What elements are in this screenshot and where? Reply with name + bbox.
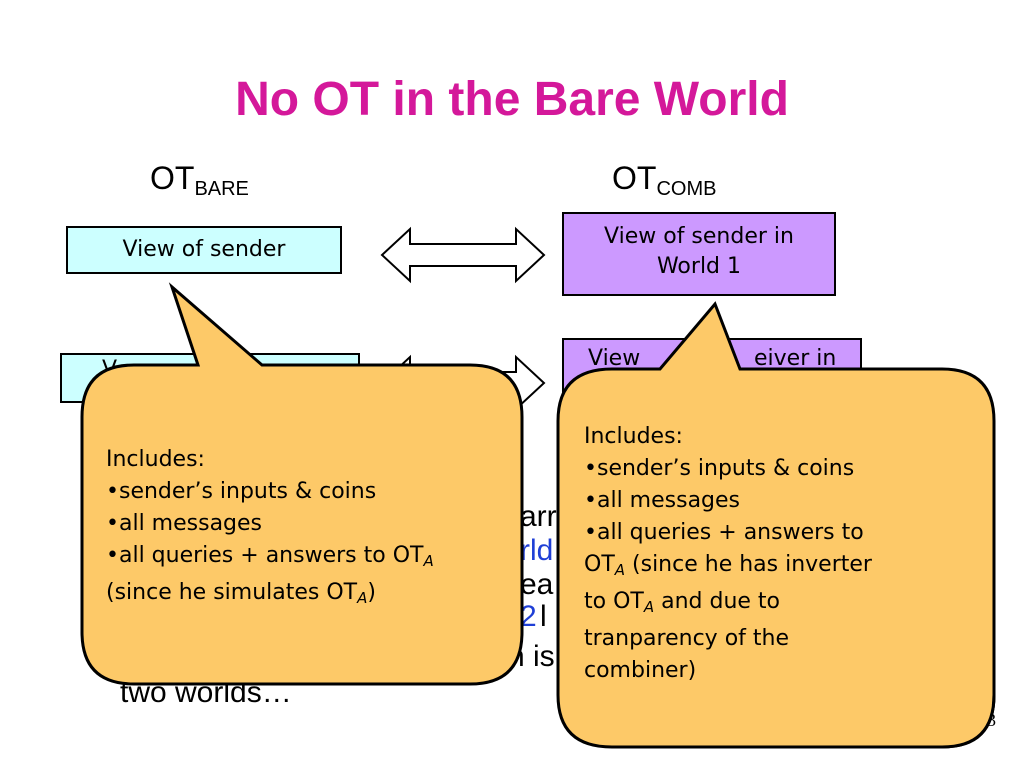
left-callout-text: Includes: •sender’s inputs & coins •all …	[106, 447, 434, 607]
bg-text-fragment: arr	[520, 500, 557, 533]
sender-view-comb-box: View of sender in World 1	[562, 212, 836, 296]
ot-bare-label: OTBARE	[150, 160, 249, 200]
double-arrow-icon	[380, 226, 546, 284]
bg-text-fragment: l	[540, 600, 547, 633]
sender-view-bare-box: View of sender	[66, 226, 342, 274]
right-callout-text: Includes: •sender’s inputs & coins •all …	[584, 424, 872, 683]
ot-comb-label: OTCOMB	[612, 160, 717, 200]
bg-text-fragment: rld	[520, 534, 554, 567]
bg-text-fragment: ea	[520, 568, 554, 601]
slide-title: No OT in the Bare World	[235, 73, 789, 126]
bg-text-fragment: 2	[520, 600, 537, 633]
